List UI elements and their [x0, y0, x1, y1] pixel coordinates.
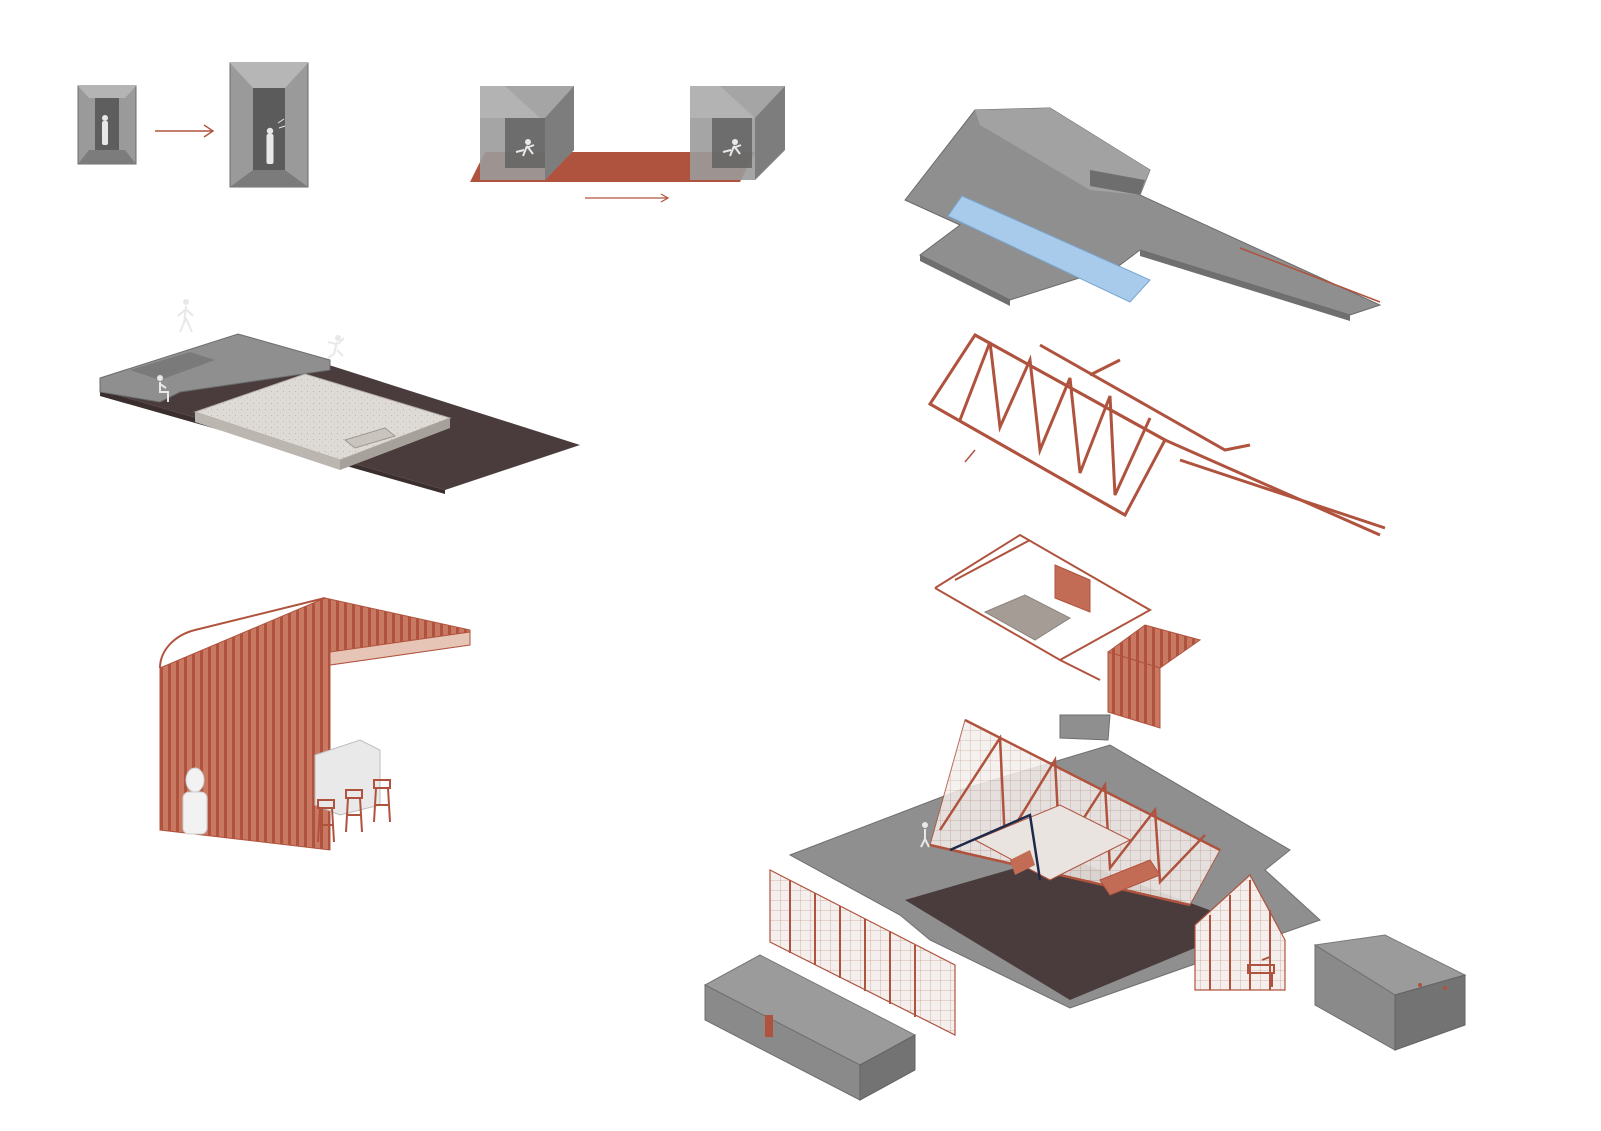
bar-stool-icon [317, 779, 391, 843]
skylight-strip [947, 195, 1151, 303]
left-block [703, 954, 917, 1101]
partition-layout-panel [934, 533, 1202, 729]
large-box [229, 62, 309, 188]
person-figure [182, 767, 208, 835]
jumping-figure [327, 335, 345, 359]
truss-frame-panel [927, 333, 1386, 537]
enclosure-expansion-panel [77, 62, 309, 188]
right-volume [690, 86, 785, 180]
arrow-right-icon [155, 124, 215, 138]
assembled-building-panel [703, 714, 1467, 1101]
right-wall-panel [1194, 874, 1286, 991]
slatted-canopy-panel [159, 597, 471, 851]
person-figure [102, 115, 108, 145]
walking-figure [177, 299, 194, 333]
running-figure [515, 139, 535, 157]
left-volume [480, 86, 574, 180]
walking-figure [920, 822, 930, 848]
right-block [1313, 934, 1467, 1051]
running-figure [722, 139, 742, 157]
left-wall-panel [769, 869, 956, 1036]
connected-volumes-panel [470, 86, 785, 203]
arrow-right-icon [585, 193, 670, 203]
sitting-figure [157, 375, 169, 402]
sunken-court-panel [99, 299, 580, 494]
small-box [77, 85, 137, 165]
bar-stool-icon [1247, 955, 1275, 987]
person-figure [266, 118, 286, 164]
roof-slab-panel [904, 107, 1382, 321]
